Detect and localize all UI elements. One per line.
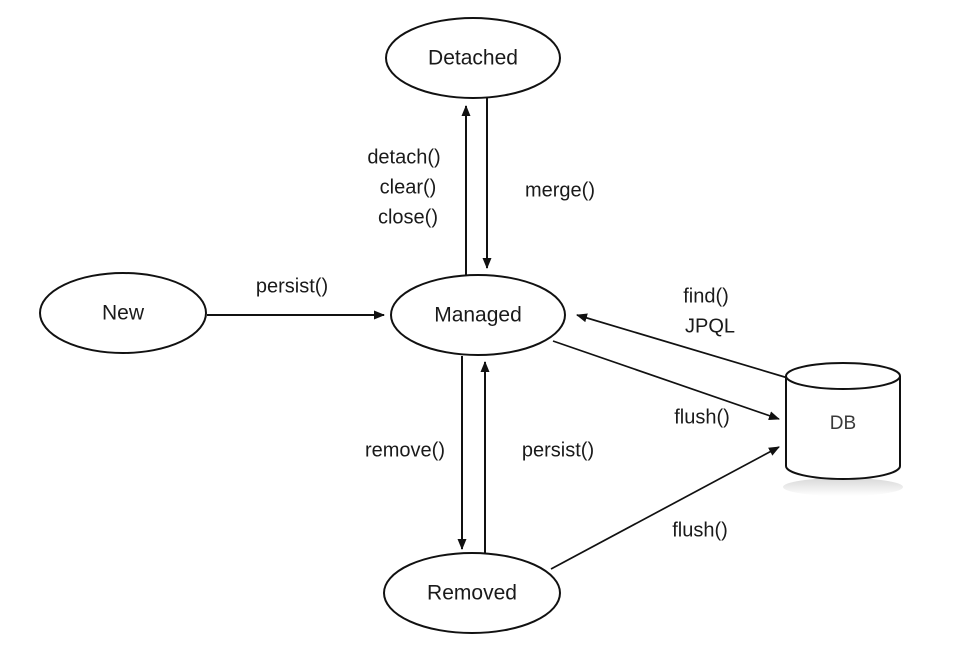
node-managed[interactable]: Managed bbox=[390, 274, 566, 356]
node-db[interactable]: DB bbox=[783, 362, 903, 496]
node-detached[interactable]: Detached bbox=[385, 17, 561, 99]
node-removed[interactable]: Removed bbox=[383, 552, 561, 634]
edge-label-flush-managed: flush() bbox=[674, 406, 730, 428]
node-new[interactable]: New bbox=[39, 272, 207, 354]
db-cylinder-top bbox=[785, 362, 901, 390]
edge-label-close: close() bbox=[378, 206, 438, 228]
edge-label-flush-removed: flush() bbox=[672, 519, 728, 541]
node-db-label: DB bbox=[830, 413, 856, 434]
edge-label-persist-new: persist() bbox=[256, 275, 328, 297]
db-cylinder-body bbox=[785, 376, 901, 480]
edge-label-remove: remove() bbox=[365, 439, 445, 461]
node-detached-label: Detached bbox=[428, 47, 518, 70]
edge-label-detach-clear-close: detach() clear() close() bbox=[367, 146, 440, 228]
node-new-label: New bbox=[102, 302, 145, 325]
edge-label-find-jpql: find() JPQL bbox=[683, 285, 735, 337]
edge-managed-to-db bbox=[552, 340, 780, 420]
node-removed-label: Removed bbox=[427, 582, 517, 605]
edge-label-detach: detach() bbox=[367, 146, 440, 168]
edge-label-clear: clear() bbox=[380, 176, 437, 198]
edge-label-find: find() bbox=[683, 285, 729, 307]
node-managed-label: Managed bbox=[434, 304, 522, 327]
edge-label-persist-removed: persist() bbox=[522, 439, 594, 461]
db-shadow bbox=[783, 478, 903, 496]
edge-label-jpql: JPQL bbox=[685, 315, 735, 337]
edge-removed-to-db bbox=[550, 446, 780, 570]
edge-label-merge: merge() bbox=[525, 179, 595, 201]
edge-db-to-managed bbox=[576, 313, 789, 379]
